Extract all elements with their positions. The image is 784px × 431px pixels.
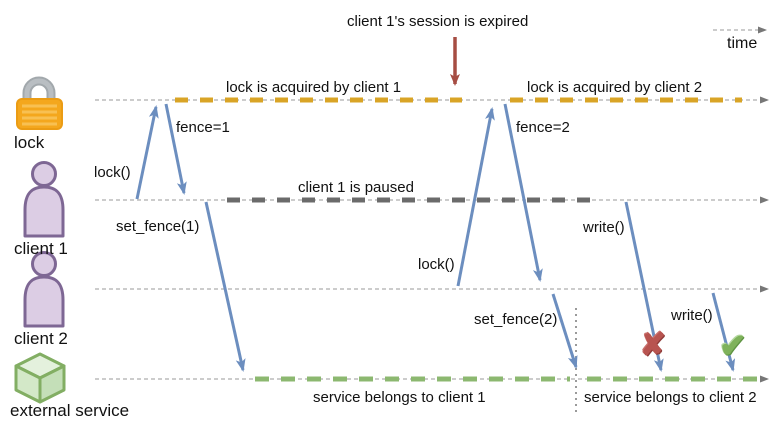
- client2-actor-label: client 2: [14, 329, 68, 348]
- write-accepted-check-icon: ✔: [719, 327, 747, 364]
- set-fence1-message-label: set_fence(1): [116, 218, 200, 235]
- set-fence2-arrow: [551, 293, 578, 369]
- fence1-arrow: [164, 103, 187, 195]
- write-rejected-cross-icon: ✘: [640, 327, 666, 362]
- set-fence2-message-label: set_fence(2): [474, 311, 558, 328]
- fence2-message-label: fence=2: [516, 119, 570, 136]
- lock-acquired-client2-label: lock is acquired by client 2: [527, 79, 703, 96]
- lock2-message-label: lock(): [418, 256, 455, 273]
- time-axis-label: time: [727, 35, 758, 52]
- lock1-message-label: lock(): [94, 164, 131, 181]
- lock-actor-label: lock: [14, 133, 45, 152]
- client2-person-icon: [23, 251, 65, 328]
- external-service-cube-icon: [14, 352, 66, 404]
- client1-person-icon: [23, 161, 65, 238]
- padlock-icon: [16, 76, 63, 130]
- lock2-arrow: [456, 107, 495, 287]
- service-belongs-client1-label: service belongs to client 1: [313, 389, 486, 406]
- write1-message-label: write(): [583, 219, 625, 236]
- write2-arrow: [711, 292, 736, 372]
- lock1-arrow: [135, 105, 159, 200]
- set-fence1-arrow: [204, 201, 246, 372]
- fence2-arrow: [503, 103, 543, 282]
- client1-paused-label: client 1 is paused: [298, 179, 414, 196]
- session-expired-annotation: client 1's session is expired: [347, 13, 529, 30]
- write2-message-label: write(): [671, 307, 713, 324]
- fence1-message-label: fence=1: [176, 119, 230, 136]
- lock-acquired-client1-label: lock is acquired by client 1: [226, 79, 402, 96]
- external-service-actor-label: external service: [10, 401, 130, 420]
- write1-arrow: [624, 201, 664, 372]
- service-belongs-client2-label: service belongs to client 2: [584, 389, 757, 406]
- client1-actor-label: client 1: [14, 239, 68, 258]
